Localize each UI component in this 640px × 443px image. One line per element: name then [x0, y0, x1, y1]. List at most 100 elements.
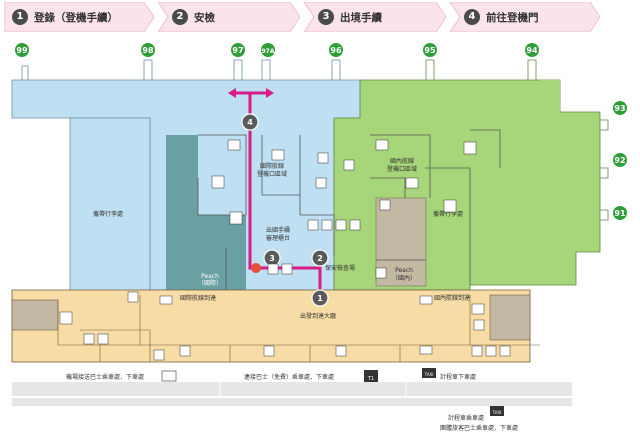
gate-97: 97 — [231, 43, 245, 57]
step-number: 4 — [464, 9, 480, 25]
step-label: 登錄（登機手續） — [34, 12, 118, 24]
wheelchair-icon — [97, 333, 109, 345]
lobby-left-block — [11, 299, 59, 331]
peach-dom-label-2: （國內） — [392, 274, 416, 282]
terminal-map: 99 98 97 97A 96 95 94 93 92 91 1 2 3 4 國… — [11, 43, 627, 432]
shop-icon — [375, 267, 387, 279]
departure-lobby — [11, 289, 531, 363]
icon-cluster — [59, 139, 511, 361]
taxi-dropoff-label: 計程車下車處 — [440, 373, 476, 381]
step-label: 出境手續 — [340, 12, 382, 24]
dom-east-finger — [540, 80, 560, 112]
elevator-icon — [307, 219, 319, 231]
gate-93: 93 — [613, 101, 627, 115]
step-check-in: 1 登錄（登機手續） — [4, 2, 154, 32]
elevator-icon — [471, 303, 485, 315]
emigration-label-1: 出國手續 — [266, 226, 290, 234]
gate-95-label: 95 — [424, 46, 436, 55]
aed-icon — [267, 263, 279, 275]
gate-94: 94 — [525, 43, 539, 57]
escalator-icon — [419, 295, 433, 305]
gate-94-label: 94 — [526, 46, 538, 55]
step-emigration: 3 出境手續 — [304, 2, 446, 32]
peach-dom-label-1: Peach — [395, 267, 413, 274]
route-arrow-left — [228, 88, 236, 98]
taxi-bottom-icon-label: TAXI — [492, 410, 502, 415]
intl-gate-area-label-2: 登機口區域 — [257, 170, 287, 178]
escalator-icon — [159, 295, 173, 305]
intl-gate-area — [69, 117, 151, 296]
lobby-right-block — [489, 294, 531, 341]
shop-icon — [263, 345, 275, 357]
svg-text:2: 2 — [317, 254, 323, 263]
info-icon — [251, 263, 261, 273]
step-label: 安檢 — [194, 12, 215, 24]
restroom-icon — [83, 333, 95, 345]
shop-icon — [335, 345, 347, 357]
shop-icon — [419, 345, 433, 355]
gate-93-label: 93 — [614, 104, 625, 113]
gate-98: 98 — [141, 43, 155, 57]
step-number: 3 — [318, 9, 334, 25]
gate-99-label: 99 — [16, 46, 28, 55]
shop-icon — [343, 159, 355, 171]
road-lane-1 — [12, 382, 572, 396]
gate-97a: 97A — [261, 43, 275, 57]
t1-badge: T1 — [367, 376, 374, 382]
wheelchair-icon — [321, 219, 333, 231]
dom-pier — [333, 79, 601, 291]
elevator-icon — [379, 199, 391, 211]
road-lane-2 — [12, 398, 572, 406]
marker-4: 4 — [241, 113, 259, 131]
marker-1: 1 — [311, 289, 329, 307]
svg-text:3: 3 — [269, 254, 275, 263]
shop-icon — [271, 149, 285, 161]
shop-icon — [179, 345, 191, 357]
bus-stop-left-label: 機場接送巴士乘車處．下車處 — [66, 373, 144, 381]
restaurant-icon — [317, 152, 329, 164]
dom-gate-area-label-2: 登機口區域 — [387, 165, 417, 173]
bus-icon — [161, 370, 177, 382]
baggage-icon — [211, 175, 225, 189]
shop-icon — [315, 177, 327, 189]
shop-icon — [473, 319, 485, 331]
gate-92-label: 92 — [614, 156, 625, 165]
lobby-walls — [57, 294, 540, 362]
baggage-icon — [443, 199, 457, 213]
gate-96-label: 96 — [330, 46, 342, 55]
checked-baggage-left-label: 攜帶行李處 — [93, 210, 123, 218]
restroom-icon — [349, 219, 361, 231]
gate-95: 95 — [423, 43, 437, 57]
restricted-zone-2 — [198, 215, 246, 290]
restroom-icon — [463, 141, 477, 155]
departure-lobby-label: 出發到達大廳 — [300, 312, 336, 320]
steps-banner: 1 登錄（登機手續） 2 安檢 3 出境手續 4 前往登機門 — [0, 0, 640, 36]
road-dividers — [219, 382, 407, 396]
intl-arrivals-label: 國際航線到達 — [180, 294, 216, 302]
step-label: 前往登機門 — [486, 12, 539, 24]
wheelchair-icon — [499, 345, 511, 357]
marker-2: 2 — [311, 249, 329, 267]
step-number: 2 — [172, 9, 188, 25]
group-bus-label: 團體旅客巴士乘車處．下車處 — [440, 424, 518, 432]
svg-text:1: 1 — [317, 294, 323, 303]
gate-97a-label: 97A — [262, 48, 275, 55]
taxi-icon-label: TAXI — [424, 372, 434, 377]
dom-gate-area-label-1: 國內航線 — [390, 157, 414, 165]
step-to-gate: 4 前往登機門 — [450, 2, 600, 32]
taxi-icon — [422, 368, 436, 378]
emigration-label-2: 審理櫃台 — [266, 234, 290, 242]
gate-98-label: 98 — [142, 46, 154, 55]
svg-text:4: 4 — [247, 118, 253, 127]
restroom-icon — [335, 219, 347, 231]
taxi-pickup-label: 計程車乘車處 — [448, 414, 484, 422]
restroom-icon — [471, 345, 483, 357]
checked-baggage-right-label: 攜帶行李處 — [433, 210, 463, 218]
step-security: 2 安檢 — [158, 2, 300, 32]
security-check-label: 保安檢查場 — [325, 264, 355, 272]
gate-96: 96 — [329, 43, 343, 57]
escalator-icon — [127, 291, 139, 303]
restricted-zone — [166, 135, 198, 290]
intl-gate-area-label-1: 國際航線 — [260, 162, 284, 170]
bus-icon — [364, 370, 378, 382]
